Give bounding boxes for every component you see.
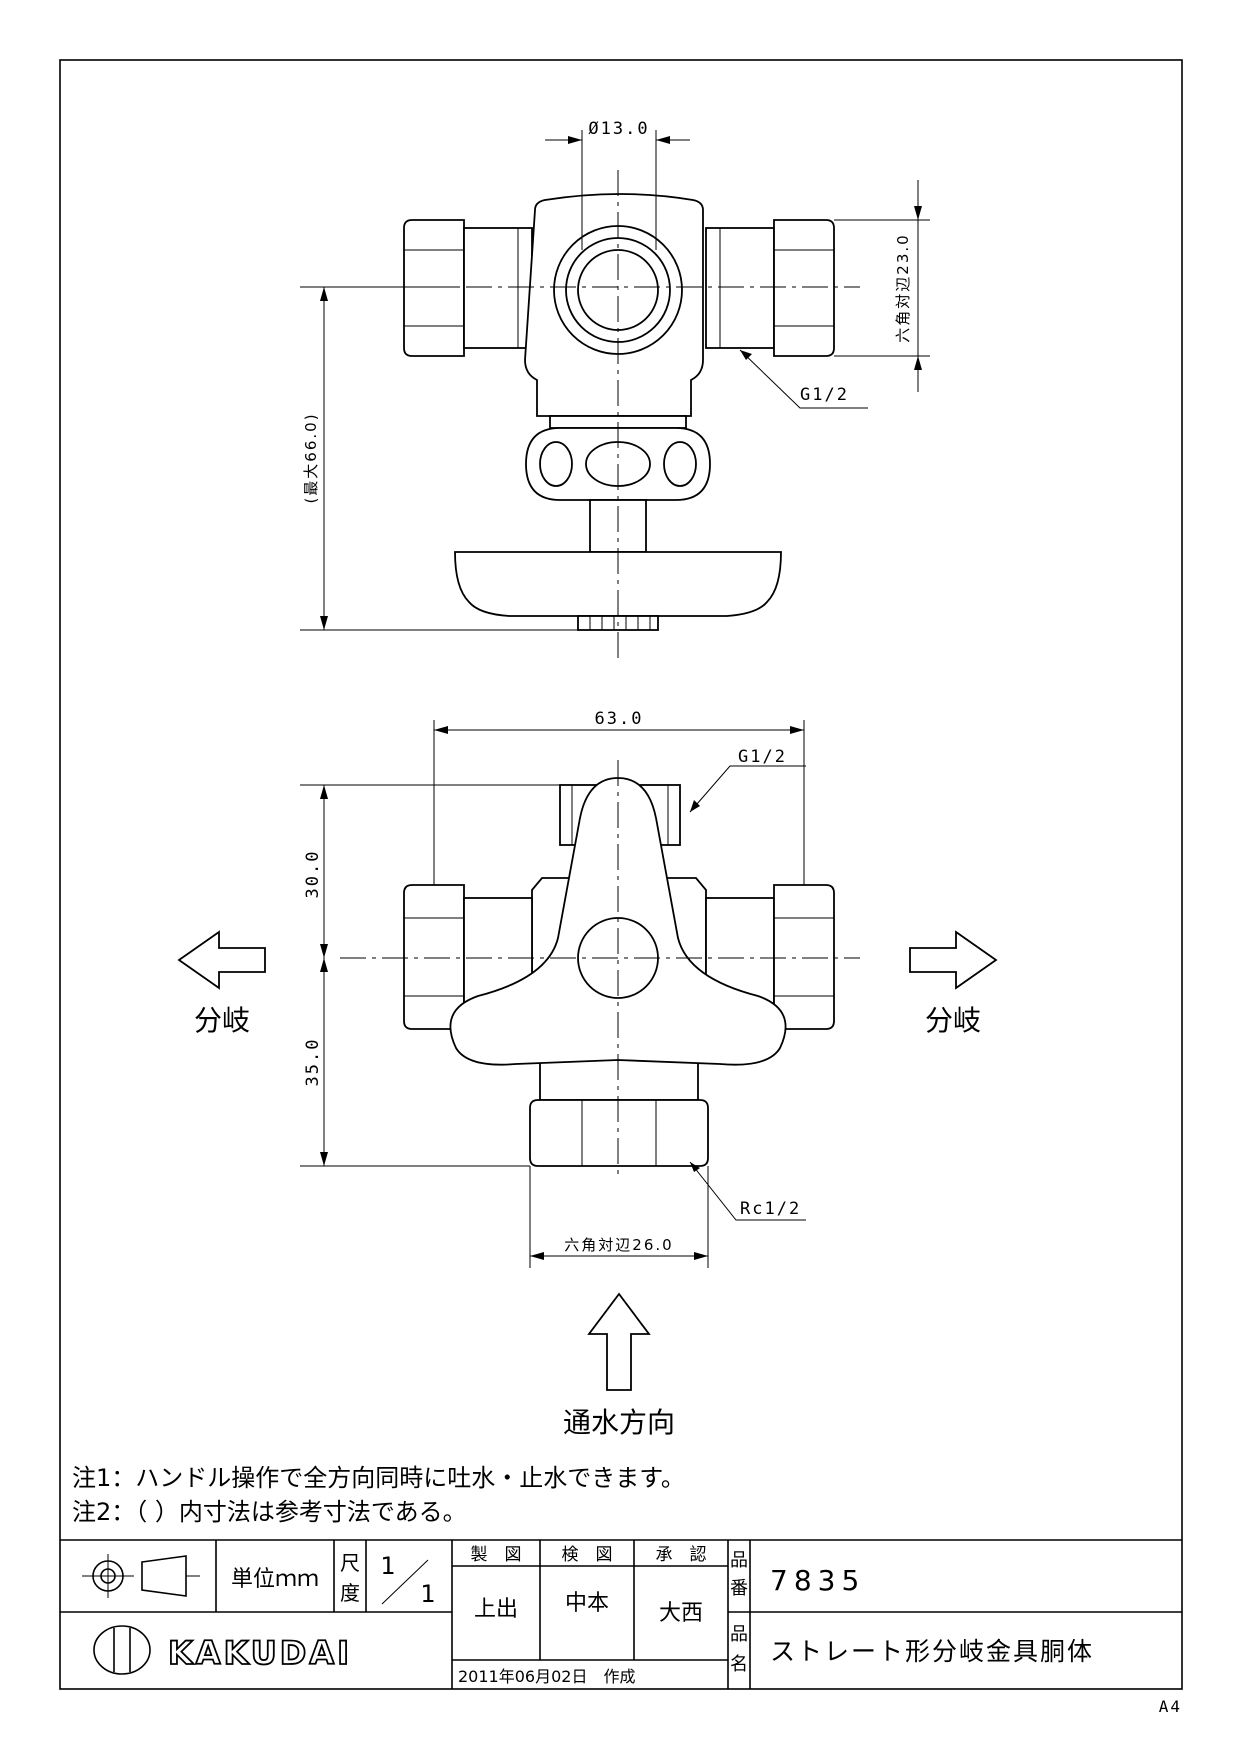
checked-by: 中本 (565, 1591, 609, 1616)
paper-size: A4 (1159, 1697, 1182, 1716)
top-view: Ø13.0 六角対辺23.0 G1/2 (最大66.0) (300, 119, 930, 660)
branch-right-label: 分岐 (925, 1004, 981, 1037)
company-logo-text: KAKUDAI (168, 1634, 352, 1672)
drawing-frame (59, 59, 1183, 1690)
right-pipe-top (705, 227, 775, 349)
overall-width-dim: 63.0 (595, 709, 644, 729)
left-hex-nut-front (403, 884, 465, 1030)
front-view: 63.0 G1/2 30.0 35.0 Rc1/2 六角対辺26.0 分岐 分岐… (177, 709, 998, 1439)
flow-direction-label: 通水方向 (563, 1406, 675, 1439)
checked-header: 検 図 (562, 1545, 613, 1565)
part-name: ストレート形分岐金具胴体 (770, 1637, 1094, 1666)
unit-label: 単位ｍｍ (231, 1567, 319, 1592)
height-max-dim: (最大66.0) (302, 412, 320, 503)
part-no-label-2: 番 (730, 1578, 748, 1599)
scale-numerator: 1 (380, 1552, 395, 1580)
flow-direction-arrow-icon (587, 1292, 651, 1391)
hex-width-top-dim: 六角対辺23.0 (894, 233, 912, 342)
left-pipe-top (463, 227, 533, 349)
thread-front-top-label: G1/2 (738, 747, 787, 767)
note-2: 注2：（ ）内寸法は参考寸法である。 (72, 1498, 467, 1526)
scale-label-1: 尺 (340, 1551, 360, 1575)
right-branch-arrow-icon (909, 930, 998, 990)
hub-knob-left (539, 441, 573, 487)
part-name-label-2: 名 (730, 1654, 748, 1675)
right-hex-nut-top (773, 219, 835, 357)
right-hex-nut-front (773, 884, 835, 1030)
branch-left-label: 分岐 (194, 1004, 250, 1037)
note-1: 注1：ハンドル操作で全方向同時に吐水・止水できます。 (72, 1464, 685, 1492)
left-branch-arrow-icon (177, 930, 266, 990)
scale-label-2: 度 (340, 1581, 360, 1605)
bore-diameter-dim: Ø13.0 (588, 119, 649, 139)
hub-knob-right (663, 441, 697, 487)
thread-top-side-label: G1/2 (800, 385, 849, 405)
part-no-label-1: 品 (730, 1550, 748, 1571)
drawn-by: 上出 (474, 1597, 518, 1622)
left-hex-nut-top (403, 219, 465, 357)
approved-header: 承 認 (656, 1545, 707, 1565)
lower-height-dim: 35.0 (303, 1038, 323, 1087)
kakudai-logo-icon (93, 1625, 151, 1675)
hex-width-bottom-dim: 六角対辺26.0 (564, 1236, 673, 1254)
approved-by: 大西 (659, 1601, 703, 1626)
upper-height-dim: 30.0 (303, 850, 323, 899)
part-name-label-1: 品 (730, 1624, 748, 1645)
part-number: 7835 (770, 1564, 865, 1597)
bottom-hex-nut (529, 1099, 709, 1167)
drawn-header: 製 図 (471, 1545, 522, 1565)
title-block: 単位ｍｍ 尺 度 1 1 製 図 検 図 承 認 上出 中本 大西 2011年0… (60, 1539, 1182, 1689)
scale-denominator: 1 (420, 1580, 435, 1608)
thread-bottom-label: Rc1/2 (740, 1199, 801, 1219)
date-created: 2011年06月02日 作成 (458, 1667, 635, 1686)
third-angle-projection-icon (82, 1554, 200, 1598)
